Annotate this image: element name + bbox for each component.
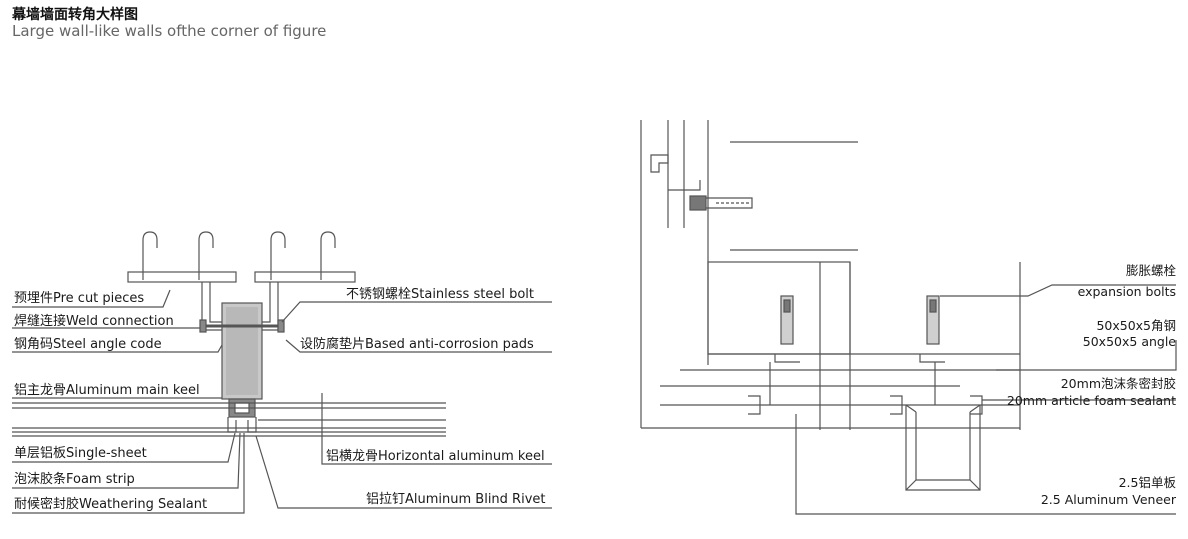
- label-anti-corrosion-pads: 设防腐垫片Based anti-corrosion pads: [300, 336, 534, 352]
- label-stainless-steel-bolt: 不锈钢螺栓Stainless steel bolt: [346, 287, 534, 302]
- label-angle-en: 50x50x5 angle: [1083, 334, 1177, 349]
- anchor-hook: [270, 231, 286, 280]
- label-foam-strip: 泡沫胶条Foam strip: [14, 471, 135, 487]
- embed-plate-left: [127, 271, 237, 283]
- label-expansion-bolts-cn: 膨胀螺栓: [1126, 263, 1177, 278]
- label-weathering-sealant: 耐候密封胶Weathering Sealant: [14, 496, 207, 512]
- label-horizontal-aluminum-keel: 铝横龙骨Horizontal aluminum keel: [326, 449, 545, 464]
- label-expansion-bolts-en: expansion bolts: [1078, 284, 1176, 299]
- label-foam-sealant-en: 20mm article foam sealant: [1007, 393, 1176, 408]
- label-steel-angle-code: 钢角码Steel angle code: [14, 337, 162, 352]
- label-foam-sealant-cn: 20mm泡沫条密封胶: [1061, 376, 1176, 391]
- label-pre-cut-pieces: 预埋件Pre cut pieces: [14, 291, 144, 306]
- label-aluminum-blind-rivet: 铝拉钉Aluminum Blind Rivet: [366, 492, 546, 507]
- label-veneer-en: 2.5 Aluminum Veneer: [1041, 492, 1177, 507]
- label-veneer-cn: 2.5铝单板: [1119, 475, 1177, 490]
- anchor-hook: [142, 231, 158, 280]
- label-aluminum-main-keel: 铝主龙骨Aluminum main keel: [14, 383, 200, 398]
- label-angle-cn: 50x50x5角钢: [1096, 318, 1176, 333]
- embed-plate-right: [254, 271, 356, 283]
- label-weld-connection: 焊缝连接Weld connection: [14, 313, 174, 329]
- page-title: 幕墙墙面转角大样图: [12, 7, 138, 23]
- anchor-hook: [320, 231, 336, 280]
- aluminum-veneer: [905, 405, 981, 491]
- page-subtitle: Large wall-like walls ofthe corner of fi…: [12, 22, 327, 40]
- label-single-sheet: 单层铝板Single-sheet: [14, 446, 147, 461]
- upper-expansion-bolt: [689, 195, 707, 211]
- anchor-hook: [198, 231, 214, 280]
- upper-angle: [650, 154, 669, 173]
